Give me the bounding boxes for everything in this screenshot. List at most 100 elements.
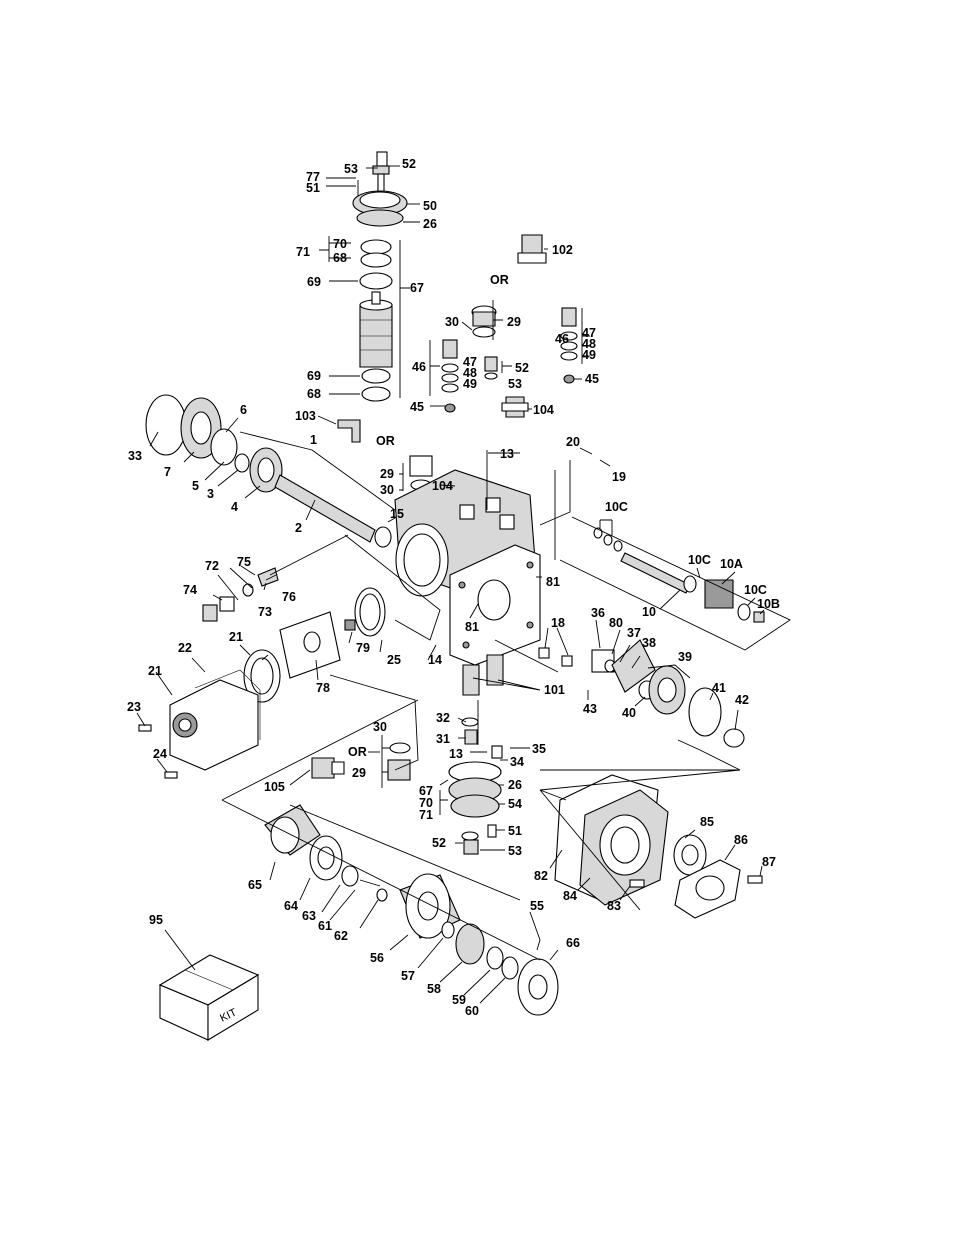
- callout-label: 62: [334, 929, 348, 943]
- callout-label: 74: [183, 583, 197, 597]
- callout-label: 65: [248, 878, 262, 892]
- callout-label: 84: [563, 889, 577, 903]
- callout-label: 48: [463, 366, 477, 380]
- callout-label: 55: [530, 899, 544, 913]
- callout-labels: 52 53 77 51 50 26 70 68 71 69 67 69 68 1…: [127, 157, 780, 1025]
- callout-label: 85: [700, 815, 714, 829]
- callout-label: 72: [205, 559, 219, 573]
- callout-label: 10C: [688, 553, 711, 567]
- callout-label: 53: [344, 162, 358, 176]
- top-valve-assembly: [352, 151, 408, 402]
- port-fittings: [461, 639, 745, 748]
- callout-label: 50: [423, 199, 437, 213]
- callout-label: 57: [401, 969, 415, 983]
- kit-box: [158, 954, 260, 1041]
- callout-label: 64: [284, 899, 298, 913]
- callout-label: 5: [192, 479, 199, 493]
- callout-label: 47: [582, 326, 596, 340]
- callout-label: 21: [229, 630, 243, 644]
- callout-label: 23: [127, 700, 141, 714]
- callout-label: 87: [762, 855, 776, 869]
- callout-label: 29: [352, 766, 366, 780]
- callout-label: 31: [436, 732, 450, 746]
- callout-label: 103: [295, 409, 316, 423]
- callout-label: 71: [296, 245, 310, 259]
- callout-label: 48: [582, 337, 596, 351]
- callout-label: 69: [307, 275, 321, 289]
- callout-label: 1: [310, 433, 317, 447]
- callout-label: 53: [508, 377, 522, 391]
- callout-label: 51: [508, 824, 522, 838]
- callout-label: 7: [164, 465, 171, 479]
- callout-label: 51: [306, 181, 320, 195]
- callout-label: 29: [507, 315, 521, 329]
- callout-label: 63: [302, 909, 316, 923]
- callout-label: 40: [622, 706, 636, 720]
- callout-label: 42: [735, 693, 749, 707]
- callout-label: 39: [678, 650, 692, 664]
- callout-label: 53: [508, 844, 522, 858]
- callout-label: 15: [390, 507, 404, 521]
- callout-label: 21: [148, 664, 162, 678]
- shaft-assembly: [145, 394, 392, 548]
- callout-label: 78: [316, 681, 330, 695]
- callout-label: 20: [566, 435, 580, 449]
- callout-label: 71: [419, 808, 433, 822]
- callout-label: 10: [642, 605, 656, 619]
- diagram-drawing: [136, 151, 791, 1041]
- callout-label: 30: [445, 315, 459, 329]
- callout-label: 70: [333, 237, 347, 251]
- callout-label: 4: [231, 500, 238, 514]
- callout-label: 58: [427, 982, 441, 996]
- callout-label: 82: [534, 869, 548, 883]
- callout-label: 13: [500, 447, 514, 461]
- callout-label: 52: [432, 836, 446, 850]
- callout-label: 30: [373, 720, 387, 734]
- callout-label: 22: [178, 641, 192, 655]
- upper-plug-group: [441, 234, 578, 418]
- callout-label: 102: [552, 243, 573, 257]
- callout-label: 77: [306, 170, 320, 184]
- callout-label: 25: [387, 653, 401, 667]
- callout-label: 49: [463, 377, 477, 391]
- callout-label: 36: [591, 606, 605, 620]
- rotating-group: [264, 804, 559, 1016]
- callout-label: 95: [149, 913, 163, 927]
- callout-label: 6: [240, 403, 247, 417]
- callout-label: 81: [546, 575, 560, 589]
- callout-label: 24: [153, 747, 167, 761]
- callout-label: 13: [449, 747, 463, 761]
- rear-cover-assembly: [554, 774, 763, 919]
- callout-label: 79: [356, 641, 370, 655]
- callout-label: 75: [237, 555, 251, 569]
- callout-label: 101: [544, 683, 565, 697]
- callout-label: 68: [333, 251, 347, 265]
- left-elbow-fitting: [337, 419, 433, 491]
- callout-label: 26: [508, 778, 522, 792]
- callout-label: 10C: [744, 583, 767, 597]
- lower-valve-assembly: [311, 742, 503, 855]
- callout-label: 30: [380, 483, 394, 497]
- callout-label: 34: [510, 755, 524, 769]
- callout-label: 32: [436, 711, 450, 725]
- callout-label: 43: [583, 702, 597, 716]
- callout-label: 70: [419, 796, 433, 810]
- callout-label: 59: [452, 993, 466, 1007]
- callout-label: 81: [465, 620, 479, 634]
- callout-label: 47: [463, 355, 477, 369]
- callout-label: 18: [551, 616, 565, 630]
- callout-label: 35: [532, 742, 546, 756]
- leader-lines: [136, 165, 791, 1004]
- callout-label: 73: [258, 605, 272, 619]
- callout-label: 104: [432, 479, 453, 493]
- callout-label: 10A: [720, 557, 743, 571]
- callout-label: 104: [533, 403, 554, 417]
- callout-label: 41: [712, 681, 726, 695]
- callout-label: 86: [734, 833, 748, 847]
- callout-label: 68: [307, 387, 321, 401]
- callout-label: 3: [207, 487, 214, 501]
- callout-label: 105: [264, 780, 285, 794]
- callout-label: 83: [607, 899, 621, 913]
- callout-label: 14: [428, 653, 442, 667]
- pump-housing: [394, 469, 541, 666]
